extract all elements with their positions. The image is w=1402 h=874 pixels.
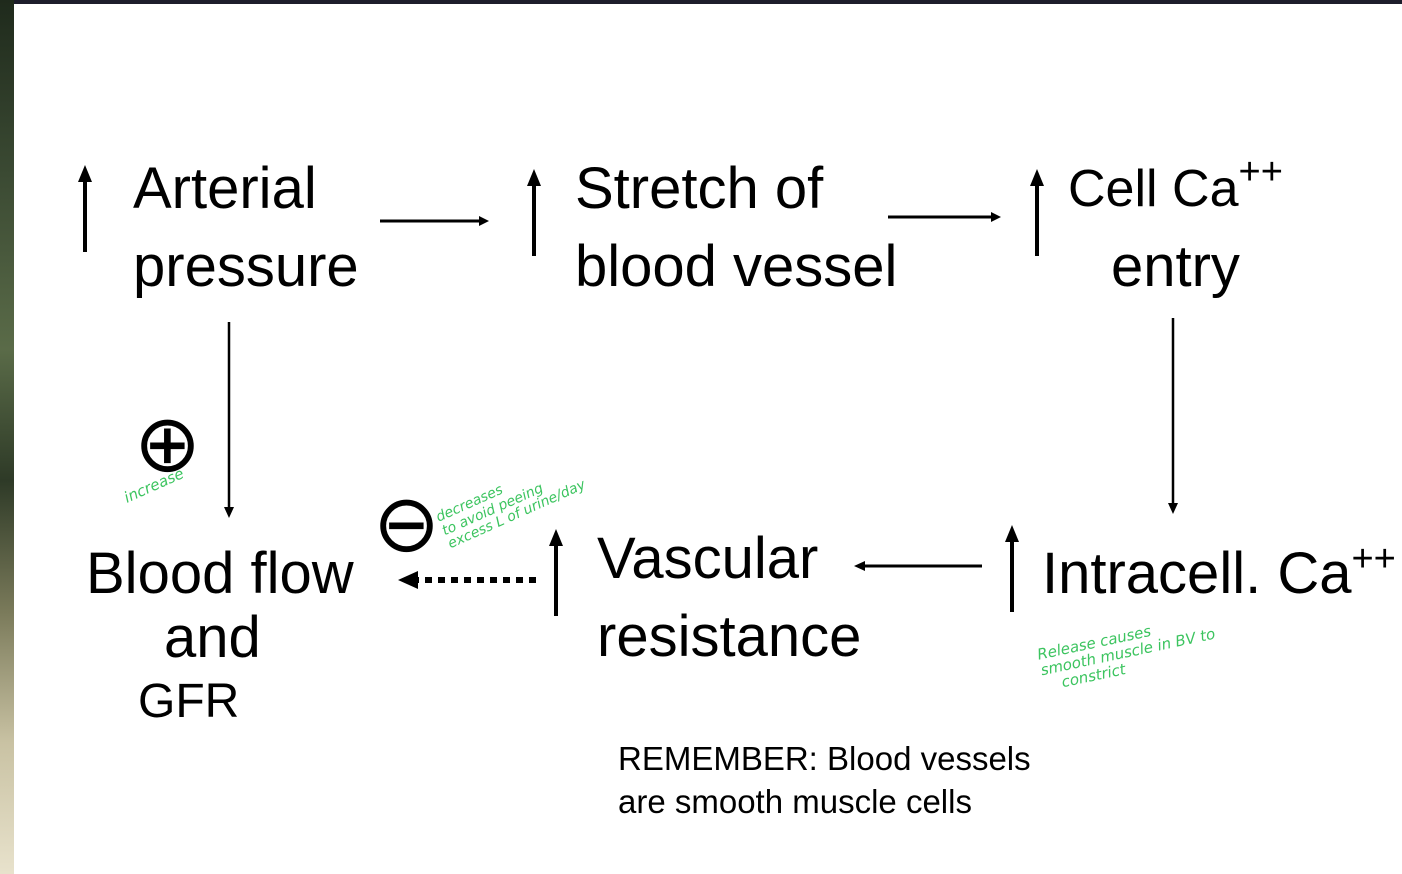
cell-ca-line2: entry: [1110, 234, 1240, 299]
arrow-cell-ca-to-intracell: [1168, 318, 1178, 514]
arrow-intracell-to-vascular: [854, 561, 982, 571]
arrow-arterial-to-stretch: [380, 216, 489, 226]
blood-flow-line3: GFR: [138, 675, 240, 728]
node-cell-ca-entry: Cell Ca++ entry: [1068, 150, 1283, 306]
blood-flow-line2: and: [164, 605, 261, 670]
cell-ca-charge: ++: [1238, 151, 1283, 193]
intracell-text: Intracell. Ca: [1042, 541, 1352, 606]
vascular-line1: Vascular: [597, 526, 819, 591]
stretch-line2: blood vessel: [575, 234, 898, 299]
note-line2: are smooth muscle cells: [618, 783, 972, 820]
node-vascular-resistance: Vascular resistance: [597, 520, 861, 676]
arterial-line1: Arterial: [133, 156, 317, 221]
note-line1: REMEMBER: Blood vessels: [618, 740, 1031, 777]
cell-ca-text: Cell Ca: [1068, 160, 1239, 218]
up-arrow-stretch: [527, 169, 541, 256]
up-arrow-cell-ca: [1030, 169, 1044, 256]
plus-sign-icon: ⊕: [134, 397, 202, 490]
node-arterial-pressure: Arterial pressure: [133, 150, 359, 306]
intracell-line: Intracell. Ca++: [1042, 535, 1396, 613]
arrow-stretch-to-cell-ca: [888, 212, 1001, 222]
arterial-line2: pressure: [133, 234, 359, 299]
remember-note: REMEMBER: Blood vessels are smooth muscl…: [618, 737, 1031, 823]
node-stretch-blood-vessel: Stretch of blood vessel: [575, 150, 897, 306]
up-arrow-arterial: [78, 165, 92, 252]
intracell-charge: ++: [1351, 538, 1396, 580]
node-intracell-ca: Intracell. Ca++: [1042, 535, 1396, 613]
up-arrow-vascular: [549, 529, 563, 616]
background-strip: [0, 0, 14, 874]
vascular-line2: resistance: [597, 604, 862, 669]
top-border: [14, 0, 1402, 4]
node-blood-flow-gfr: Blood flow and GFR: [86, 542, 354, 734]
blood-flow-line1: Blood flow: [86, 541, 354, 606]
stretch-line1: Stretch of: [575, 156, 824, 221]
up-arrow-intracell: [1005, 525, 1019, 612]
arrow-arterial-to-blood-flow: [224, 322, 234, 518]
cell-ca-line1: Cell Ca++: [1068, 150, 1283, 228]
dotted-arrow-vascular-to-blood-flow: [398, 571, 536, 589]
minus-sign-icon: ⊖: [373, 477, 441, 570]
